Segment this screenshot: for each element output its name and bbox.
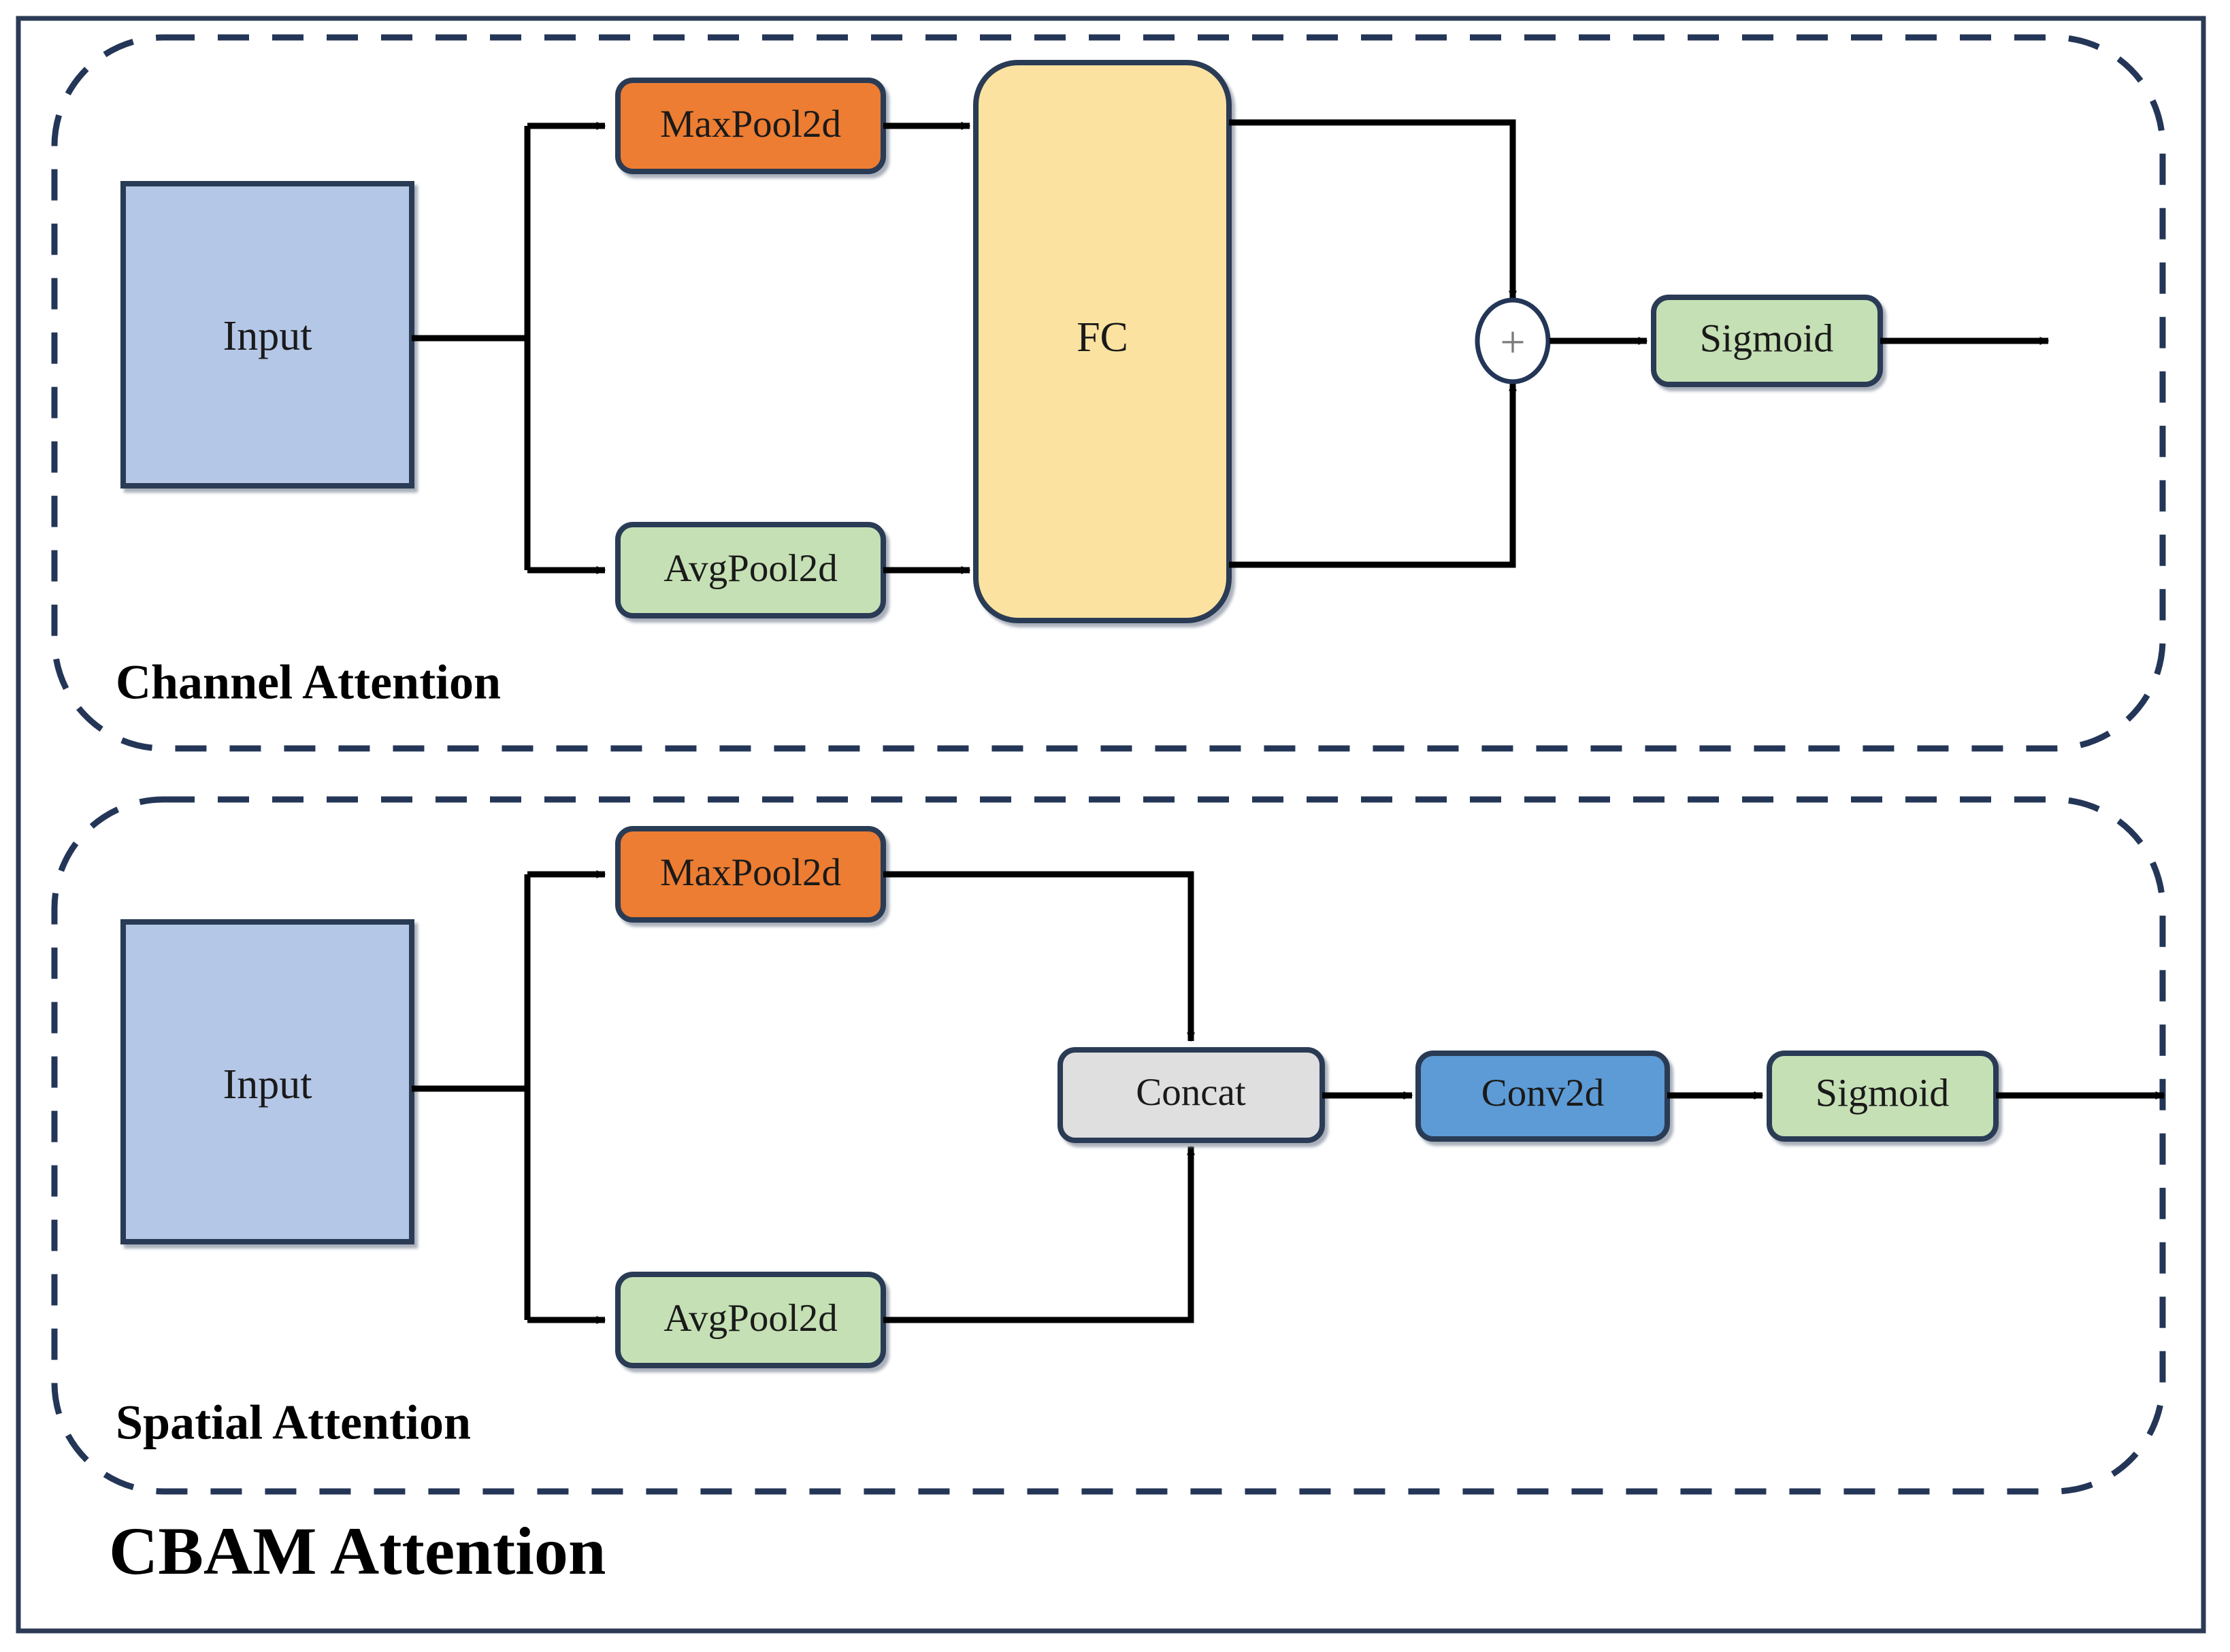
- ca-sigmoid-node: Sigmoid: [1651, 295, 1883, 387]
- ca-plus-label: +: [1500, 318, 1525, 367]
- sa-maxpool-label: MaxPool2d: [660, 851, 841, 894]
- sa-input-label: Input: [223, 1061, 312, 1108]
- channel-attention-group: Input MaxPool2d AvgPool2d: [51, 34, 2166, 752]
- ca-input-label: Input: [223, 313, 312, 359]
- sa-avgpool-node: AvgPool2d: [615, 1272, 886, 1368]
- sa-maxpool-node: MaxPool2d: [615, 826, 886, 923]
- sa-edge-avgpool-to-concat: [883, 1145, 1195, 1323]
- sa-avgpool-label: AvgPool2d: [663, 1297, 837, 1340]
- ca-sum-node: +: [1475, 297, 1551, 384]
- ca-input-node: Input: [120, 181, 414, 489]
- ca-maxpool-node: MaxPool2d: [615, 78, 886, 174]
- ca-edge-fc-top-to-sum: [1229, 119, 1517, 301]
- sa-input-node: Input: [120, 919, 414, 1244]
- ca-avgpool-label: AvgPool2d: [663, 547, 837, 590]
- ca-fc-label: FC: [1077, 314, 1128, 361]
- ca-maxpool-label: MaxPool2d: [660, 103, 841, 146]
- sa-conv-label: Conv2d: [1481, 1072, 1605, 1114]
- cbam-attention-title: CBAM Attention: [109, 1513, 606, 1589]
- channel-attention-dashed-border: [51, 34, 2166, 752]
- spatial-attention-label: Spatial Attention: [116, 1395, 471, 1450]
- sa-concat-node: Concat: [1057, 1047, 1325, 1143]
- ca-fc-node: FC: [973, 60, 1232, 623]
- sa-conv-node: Conv2d: [1415, 1051, 1670, 1142]
- ca-edge-fc-bottom-to-sum: [1229, 381, 1517, 568]
- spatial-attention-group: Input MaxPool2d AvgPool2d: [51, 796, 2166, 1495]
- channel-attention-label: Channel Attention: [116, 655, 501, 710]
- outer-frame: [16, 16, 2206, 1634]
- sa-concat-label: Concat: [1136, 1071, 1246, 1114]
- sa-sigmoid-label: Sigmoid: [1816, 1070, 1950, 1114]
- ca-sigmoid-label: Sigmoid: [1700, 316, 1834, 360]
- sa-sigmoid-node: Sigmoid: [1767, 1051, 1999, 1142]
- spatial-attention-dashed-border: [51, 796, 2166, 1495]
- sa-edge-maxpool-to-concat: [883, 871, 1195, 1042]
- ca-avgpool-node: AvgPool2d: [615, 522, 886, 618]
